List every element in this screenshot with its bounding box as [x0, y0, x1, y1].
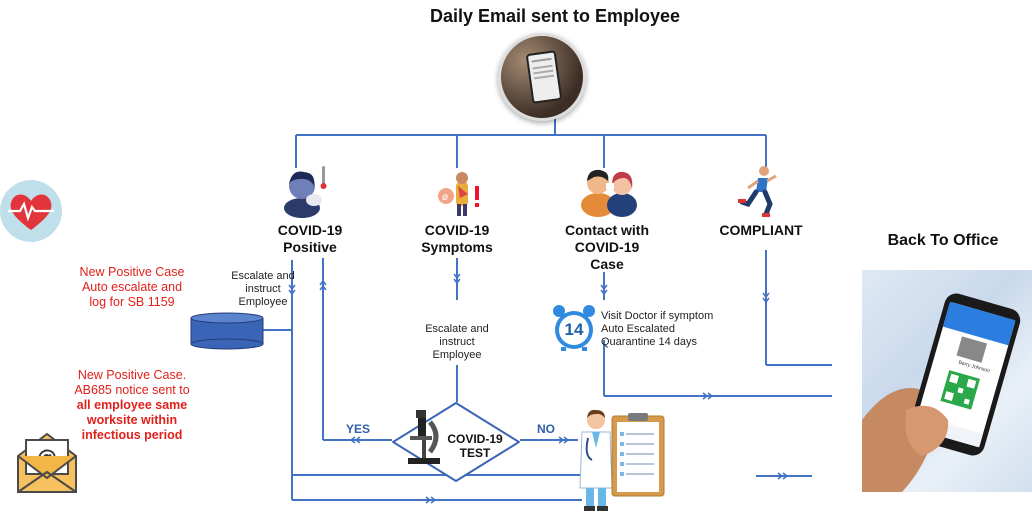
contact-persons-icon — [578, 163, 640, 217]
covid-test-line1: COVID-19 — [447, 432, 503, 446]
diagram-title: Daily Email sent to Employee — [429, 6, 681, 26]
escalate-mid-line1: Escalate and — [425, 323, 489, 335]
contact-line2: COVID-19 — [574, 239, 640, 255]
covid-positive-label: COVID-19 Positive — [260, 222, 360, 256]
covid-symptoms-line2: Symptoms — [421, 239, 493, 255]
compliant-label: COMPLIANT — [719, 222, 803, 238]
symptoms-person-icon: ø — [434, 168, 486, 218]
escalate-left-line3: Employee — [238, 296, 288, 308]
covid-positive-line2: Positive — [283, 239, 337, 255]
contact-line3: Case — [590, 256, 624, 272]
runner-icon — [736, 164, 782, 218]
contact-label: Contact with COVID-19 Case — [552, 222, 662, 273]
visit-doctor-line2: Auto Escalated — [601, 323, 675, 335]
calendar-days: 14 — [564, 320, 584, 339]
ab685-line2: AB685 notice sent to — [74, 383, 190, 397]
escalate-mid-line2: instruct — [439, 336, 475, 348]
email-envelope-icon: @ — [16, 430, 78, 494]
ab685-note: New Positive Case. AB685 notice sent to … — [62, 368, 202, 443]
visit-doctor-line3: Quarantine 14 days — [601, 336, 698, 348]
contact-line1: Contact with — [565, 222, 649, 238]
covid-symptoms-label: COVID-19 Symptoms — [405, 222, 509, 256]
ab685-line1: New Positive Case. — [77, 368, 187, 382]
database-icon — [190, 312, 264, 350]
escalate-left-line2: instruct — [245, 283, 281, 295]
ab685-bold-line3: infectious period — [81, 428, 183, 442]
visit-doctor-note: Visit Doctor if symptom Auto Escalated Q… — [601, 310, 741, 349]
sick-person-icon — [280, 164, 332, 218]
ab685-bold-line1: all employee same — [76, 398, 188, 412]
escalate-left-line1: Escalate and — [231, 270, 295, 282]
new-case-log-line2: Auto escalate and — [81, 280, 183, 294]
heart-monitor-icon — [0, 180, 62, 242]
new-case-log-line3: log for SB 1159 — [89, 295, 175, 309]
covid-test-label: COVID-19 TEST — [440, 432, 510, 460]
back-to-office-phone-image: Barry Johnson — [862, 270, 1032, 492]
visit-doctor-line1: Visit Doctor if symptom — [601, 310, 714, 322]
microscope-icon — [404, 408, 444, 466]
no-label: NO — [537, 422, 555, 436]
covid-test-line2: TEST — [459, 446, 491, 460]
clipboard-icon — [610, 412, 666, 498]
escalate-mid-note: Escalate and instruct Employee — [420, 323, 494, 362]
new-case-log-line1: New Positive Case — [79, 265, 185, 279]
escalate-left-note: Escalate and instruct Employee — [228, 270, 298, 309]
calendar-14-icon: 14 — [551, 303, 597, 351]
new-case-log-note: New Positive Case Auto escalate and log … — [62, 265, 202, 310]
doctor-icon — [574, 408, 618, 512]
covid-symptoms-line1: COVID-19 — [424, 222, 490, 238]
escalate-mid-line3: Employee — [432, 349, 482, 361]
back-to-office-title: Back To Office — [887, 232, 999, 249]
email-phone-image — [498, 33, 586, 121]
ab685-bold-line2: worksite within — [86, 413, 178, 427]
covid-positive-line1: COVID-19 — [277, 222, 343, 238]
yes-label: YES — [346, 422, 371, 436]
svg-text:ø: ø — [442, 192, 448, 203]
